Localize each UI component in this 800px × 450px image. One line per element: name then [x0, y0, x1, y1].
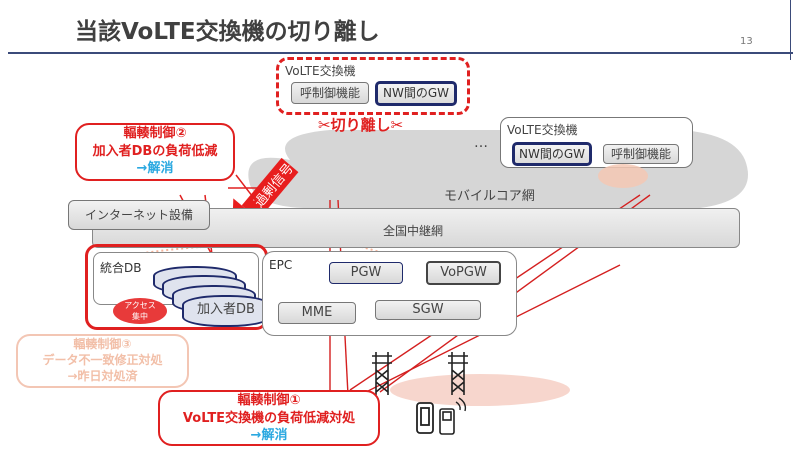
cross-mark-icon [228, 174, 262, 202]
pgw-node[interactable]: PGW [329, 262, 403, 284]
access-concentration-badge-db: アクセス 集中 [113, 298, 167, 324]
subscriber-db[interactable]: 加入者DB [182, 295, 270, 327]
ellipsis: … [474, 135, 488, 151]
isolated-switch-title: VoLTE交換機 [285, 64, 356, 78]
callout-control-1: 輻輳制御① VoLTE交換機の負荷低減対処 →解消 [158, 390, 380, 446]
cut-off-label: ✂切り離し✂ [318, 116, 404, 134]
callout-control-2: 輻輳制御② 加入者DBの負荷低減 →解消 [75, 123, 235, 181]
side-divider [790, 0, 791, 60]
title-divider [8, 52, 793, 54]
nw-gateway-button-active[interactable]: NW間のGW [512, 142, 592, 166]
callout-1-status: →解消 [250, 428, 288, 444]
sgw-node[interactable]: SGW [375, 300, 481, 320]
callout-2-status: →解消 [136, 161, 174, 177]
active-volte-switch: VoLTE交換機 NW間のGW 呼制御機能 [500, 117, 693, 168]
coverage-area [390, 374, 570, 406]
page-number: 13 [740, 36, 753, 47]
page-title: 当該VoLTE交換機の切り離し [75, 19, 380, 45]
callout-1-title: 輻輳制御① [237, 393, 301, 408]
badge-line2: 集中 [132, 312, 148, 321]
wireless-signal-icon [455, 397, 467, 412]
callout-3-title: 輻輳制御③ [73, 337, 132, 351]
backbone-label: 全国中継網 [383, 224, 444, 238]
call-control-button[interactable]: 呼制御機能 [291, 82, 369, 104]
nw-gateway-button[interactable]: NW間のGW [375, 81, 457, 106]
feature-phone-icon [439, 408, 455, 435]
badge-line1: アクセス [124, 301, 156, 310]
callout-2-body: 加入者DBの負荷低減 [92, 143, 218, 159]
smartphone-icon [416, 402, 434, 434]
cell-tower-icon [372, 352, 392, 395]
callout-3-status: →昨日対処済 [67, 369, 138, 384]
mme-node[interactable]: MME [278, 302, 356, 324]
access-concentration-badge-switch [598, 164, 648, 188]
isolated-volte-switch: VoLTE交換機 呼制御機能 NW間のGW [276, 57, 470, 115]
mobile-core-label: モバイルコア網 [444, 189, 535, 204]
cell-tower-icon-2 [448, 352, 468, 395]
internet-facility-button[interactable]: インターネット設備 [68, 200, 210, 230]
call-control-button-active[interactable]: 呼制御機能 [603, 144, 679, 164]
epc-title: EPC [269, 258, 293, 272]
integrated-db-title: 統合DB [100, 261, 142, 275]
callout-3-body: データ不一致修正対処 [42, 353, 163, 368]
vopgw-node[interactable]: VoPGW [426, 261, 501, 285]
callout-2-title: 輻輳制御② [123, 126, 187, 141]
callout-1-body: VoLTE交換機の負荷低減対処 [182, 410, 356, 426]
active-switch-title: VoLTE交換機 [507, 123, 578, 137]
callout-control-3: 輻輳制御③ データ不一致修正対処 →昨日対処済 [16, 334, 189, 388]
